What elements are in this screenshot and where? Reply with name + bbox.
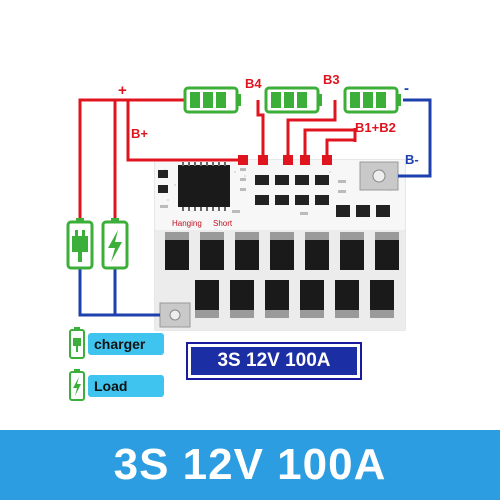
lightning-icon	[69, 369, 85, 401]
label-b4: B4	[245, 76, 262, 91]
plug-icon	[69, 327, 85, 359]
spec-text: 3S 12V 100A	[191, 347, 357, 375]
label-short: Short	[213, 219, 233, 228]
label-b-plus: B+	[131, 126, 148, 141]
banner-text: 3S 12V 100A	[113, 440, 387, 489]
plug-icon	[66, 218, 94, 270]
label-hanging: Hanging	[172, 219, 202, 228]
lightning-icon	[101, 218, 129, 270]
legend-load: Load	[88, 375, 164, 397]
bms-ic-chip	[178, 165, 230, 207]
label-minus: -	[404, 80, 409, 97]
label-b-minus: B-	[405, 152, 419, 167]
bms-wiring-diagram	[66, 86, 432, 401]
banner: 3S 12V 100A	[0, 430, 500, 500]
legend-charger: charger	[88, 333, 164, 355]
mosfet-array	[165, 240, 399, 310]
label-plus: +	[118, 82, 127, 99]
negative-wires	[78, 98, 432, 317]
label-b3: B3	[323, 72, 340, 87]
battery-icon	[343, 86, 401, 114]
pcb-board	[154, 159, 406, 331]
balance-lead-dots	[238, 155, 332, 165]
label-b1-b2: B1+B2	[355, 120, 396, 135]
spec-box: 3S 12V 100A	[186, 342, 362, 380]
positive-wires	[78, 98, 357, 222]
battery-icon	[264, 86, 322, 114]
battery-icon	[183, 86, 241, 114]
